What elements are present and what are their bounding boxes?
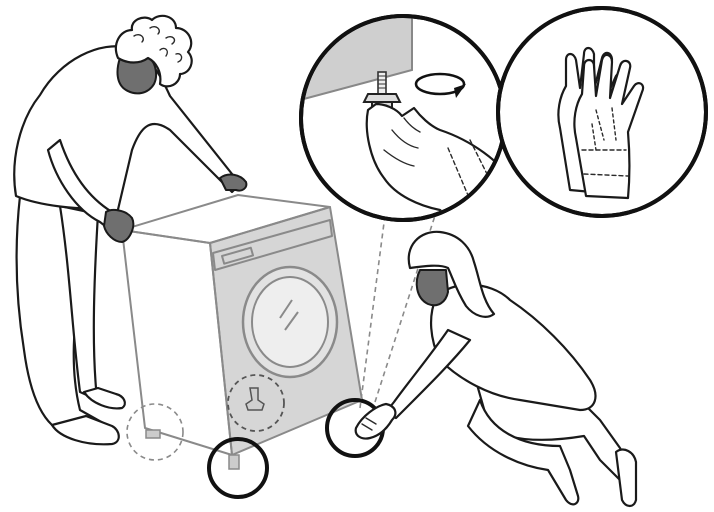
person-left-hand <box>104 210 133 242</box>
foot-adjustment-callout <box>300 0 520 236</box>
kneeling-person <box>356 232 636 506</box>
front-foot <box>229 455 239 469</box>
person-right-hand <box>220 175 246 191</box>
person-shoe-back <box>84 388 125 408</box>
gloves-callout <box>498 8 706 216</box>
standing-person <box>14 16 246 444</box>
woman-foot <box>616 450 636 506</box>
rear-foot <box>146 430 160 438</box>
gloves-icon <box>558 48 643 198</box>
woman-face <box>417 270 448 305</box>
woman-gloved-hand <box>356 404 396 439</box>
